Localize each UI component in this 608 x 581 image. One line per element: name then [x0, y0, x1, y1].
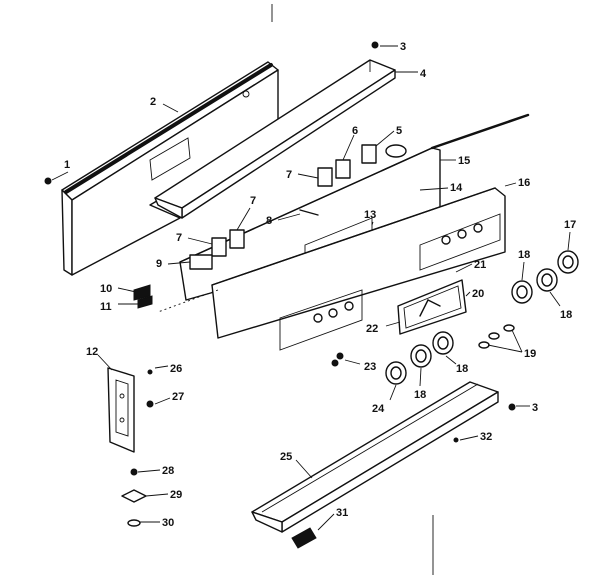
callout-labels: 1 2 3 3 4 5 6 7 7 7 8 9 10 11 12 13 14 1… [64, 41, 576, 529]
callout-30: 30 [162, 517, 174, 529]
callout-16: 16 [518, 177, 530, 189]
callout-25: 25 [280, 451, 292, 463]
leader-lines [51, 45, 571, 531]
callout-15: 15 [458, 155, 470, 167]
lamp-socket [291, 527, 317, 549]
callout-7-left: 7 [176, 232, 182, 244]
callout-6: 6 [352, 125, 358, 137]
callout-10: 10 [100, 283, 112, 295]
callout-4: 4 [420, 68, 427, 80]
lower-trim-channel [251, 381, 499, 533]
callout-9: 9 [156, 258, 162, 270]
callout-7-upper: 7 [286, 169, 292, 181]
fasteners [44, 41, 516, 527]
callout-7-middle: 7 [250, 195, 256, 207]
callout-31: 31 [336, 507, 348, 519]
callout-2: 2 [150, 96, 156, 108]
callout-20: 20 [472, 288, 484, 300]
callout-13: 13 [364, 209, 376, 221]
callout-24: 24 [372, 403, 385, 415]
top-trim-channel [154, 59, 396, 219]
callout-18-lower-left: 18 [414, 389, 426, 401]
callout-17: 17 [564, 219, 576, 231]
side-bracket [107, 367, 135, 453]
callout-3-top: 3 [400, 41, 406, 53]
front-control-panel [157, 187, 506, 351]
callout-29: 29 [170, 489, 182, 501]
callout-18-lower-right: 18 [456, 363, 468, 375]
callout-1: 1 [64, 159, 70, 171]
callout-3-bottom: 3 [532, 402, 538, 414]
control-knobs [385, 250, 579, 385]
callout-27: 27 [172, 391, 184, 403]
callout-23: 23 [364, 361, 376, 373]
callout-12: 12 [86, 346, 98, 358]
callout-28: 28 [162, 465, 174, 477]
callout-19: 19 [524, 348, 536, 360]
callout-22: 22 [366, 323, 378, 335]
callout-26: 26 [170, 363, 182, 375]
rear-panel [61, 61, 279, 276]
clock-timer [397, 279, 467, 335]
callout-5: 5 [396, 125, 402, 137]
callout-18-upper-right: 18 [560, 309, 572, 321]
callout-11: 11 [100, 301, 112, 313]
callout-21: 21 [474, 259, 486, 271]
callout-18-upper-left: 18 [518, 249, 530, 261]
callout-8: 8 [266, 215, 272, 227]
callout-32: 32 [480, 431, 492, 443]
callout-14: 14 [450, 182, 463, 194]
